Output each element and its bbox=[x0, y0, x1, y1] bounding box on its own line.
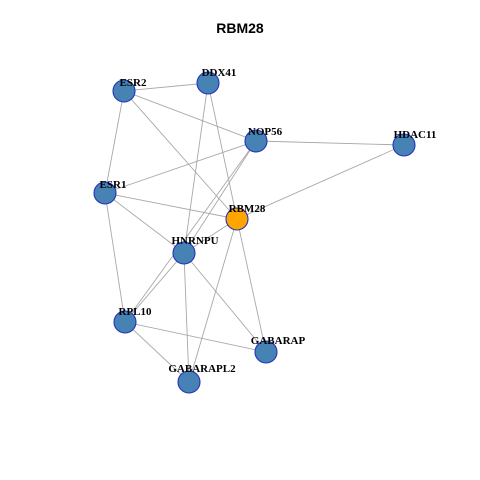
node-nop56 bbox=[244, 129, 268, 153]
edge-rbm28-gabarap bbox=[236, 218, 267, 353]
node-label-esr2: ESR2 bbox=[120, 77, 147, 89]
edge-rpl10-gabarapl2 bbox=[124, 321, 190, 383]
edge-nop56-hnrnpu bbox=[183, 140, 257, 254]
edge-layer bbox=[104, 82, 405, 383]
edge-ddx41-hnrnpu bbox=[183, 82, 209, 254]
edge-esr2-rbm28 bbox=[123, 90, 238, 220]
node-label-esr1: ESR1 bbox=[100, 179, 127, 191]
node-esr1 bbox=[93, 181, 117, 205]
edge-rpl10-gabarap bbox=[124, 321, 267, 353]
edge-esr1-rpl10 bbox=[104, 192, 126, 323]
edge-esr2-esr1 bbox=[104, 90, 125, 194]
graph-title: RBM28 bbox=[216, 20, 264, 36]
node-label-gabarap: GABARAP bbox=[251, 335, 306, 347]
node-label-gabarapl2: GABARAPL2 bbox=[168, 363, 236, 375]
edge-hnrnpu-gabarap bbox=[183, 252, 267, 353]
edge-esr1-hnrnpu bbox=[104, 192, 185, 254]
node-hdac11 bbox=[392, 133, 416, 157]
node-gabarap bbox=[254, 340, 278, 364]
edge-ddx41-rbm28 bbox=[207, 82, 238, 220]
edge-nop56-esr1 bbox=[104, 140, 257, 194]
edge-esr1-rbm28 bbox=[104, 192, 238, 220]
edge-esr2-nop56 bbox=[123, 90, 257, 142]
edge-hdac11-rbm28 bbox=[236, 144, 405, 220]
edge-nop56-rpl10 bbox=[124, 140, 257, 323]
node-gabarapl2 bbox=[177, 370, 201, 394]
node-label-nop56: NOP56 bbox=[248, 126, 283, 138]
edge-esr2-ddx41 bbox=[123, 82, 209, 92]
node-label-rbm28: RBM28 bbox=[229, 203, 266, 215]
node-label-rpl10: RPL10 bbox=[119, 306, 153, 318]
node-esr2 bbox=[112, 79, 136, 103]
node-layer bbox=[93, 71, 416, 394]
edge-hnrnpu-rpl10 bbox=[124, 252, 185, 323]
node-label-hdac11: HDAC11 bbox=[394, 129, 437, 141]
node-label-ddx41: DDX41 bbox=[202, 67, 237, 79]
node-ddx41 bbox=[196, 71, 220, 95]
node-rpl10 bbox=[113, 310, 137, 334]
node-label-hnrnpu: HNRNPU bbox=[171, 235, 218, 247]
node-hnrnpu bbox=[172, 241, 196, 265]
node-rbm28 bbox=[225, 207, 249, 231]
edge-nop56-hdac11 bbox=[255, 140, 405, 146]
edge-rbm28-gabarapl2 bbox=[188, 218, 238, 383]
edge-hnrnpu-gabarapl2 bbox=[183, 252, 190, 383]
